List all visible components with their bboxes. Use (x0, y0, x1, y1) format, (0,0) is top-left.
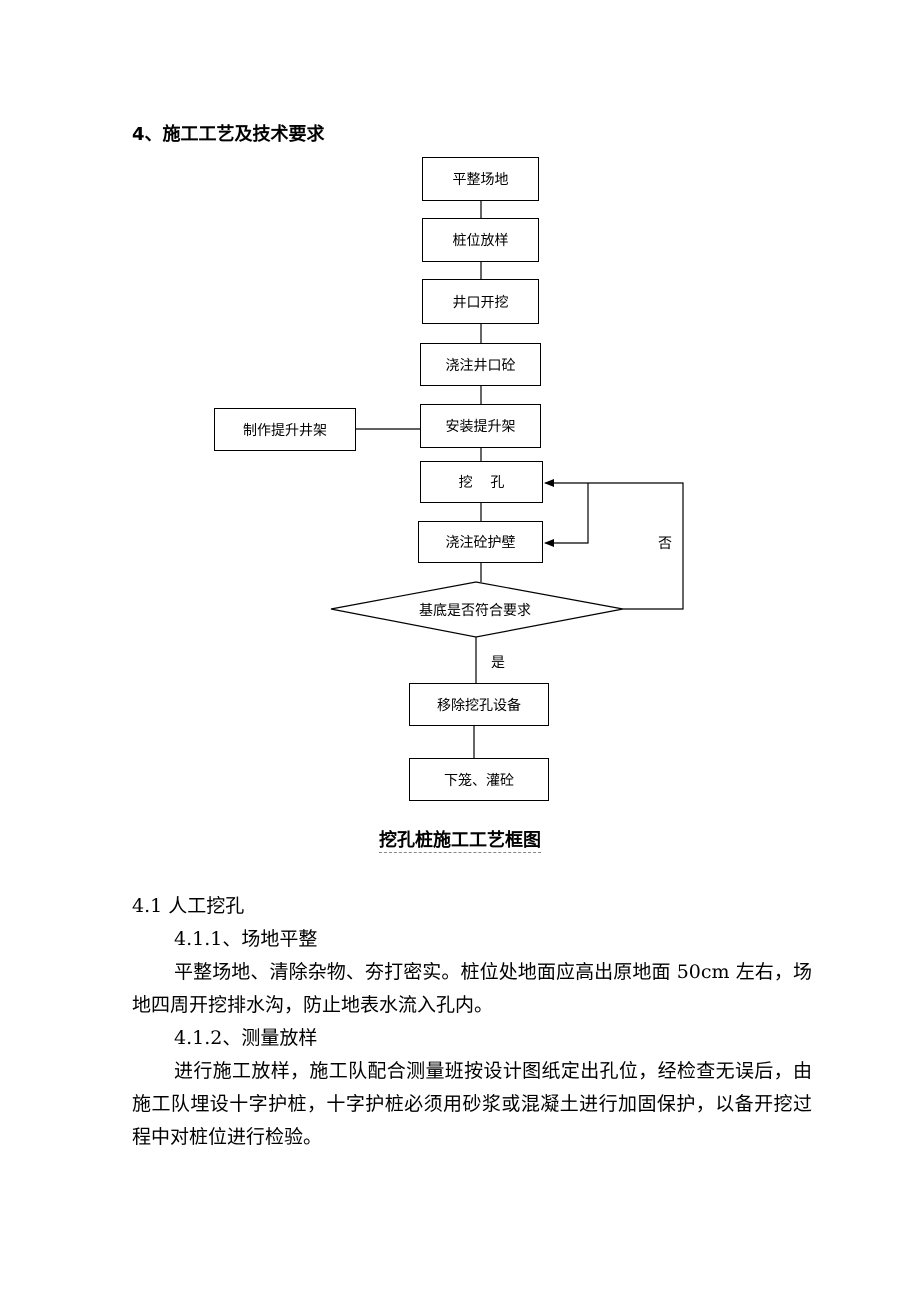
label-yes: 是 (491, 655, 505, 671)
decision-diamond (330, 581, 624, 638)
figure-caption: 挖孔桩施工工艺框图 (379, 830, 541, 853)
node-remove-equipment: 移除挖孔设备 (409, 683, 549, 726)
node-install-hoist-frame: 安装提升架 (420, 404, 541, 448)
node-collar-excavation: 井口开挖 (422, 279, 539, 324)
node-decision-label: 基底是否符合要求 (419, 603, 531, 619)
paragraph-site-leveling: 平整场地、清除杂物、夯打密实。桩位处地面应高出原地面 50cm 左右，场地四周开… (132, 961, 812, 1016)
subsection-title-2: 4.1.2、测量放样 (174, 1027, 318, 1049)
node-cage-and-pour: 下笼、灌砼 (409, 758, 549, 801)
paragraph-survey-stakeout: 进行施工放样，施工队配合测量班按设计图纸定出孔位，经检查无误后，由施工队埋设十字… (132, 1060, 812, 1148)
loop-arrow-outer (544, 479, 684, 610)
loop-arrow-inner (544, 483, 589, 547)
node-pour-wall-concrete: 浇注砼护壁 (418, 521, 543, 563)
subsection-title-1: 4.1.1、场地平整 (174, 928, 318, 950)
node-level-site: 平整场地 (422, 157, 539, 201)
section-title: 4.1 人工挖孔 (132, 895, 245, 917)
node-excavate-hole: 挖 孔 (420, 461, 543, 503)
section-body: 4.1 人工挖孔 4.1.1、场地平整 平整场地、清除杂物、夯打密实。桩位处地面… (132, 890, 812, 1154)
node-make-hoist-frame: 制作提升井架 (214, 408, 356, 451)
flowchart-connectors (330, 201, 684, 758)
node-pour-collar-concrete: 浇注井口砼 (420, 343, 541, 386)
node-pile-stakeout: 桩位放样 (422, 218, 539, 262)
label-no: 否 (658, 536, 672, 552)
section-heading: 4、施工工艺及技术要求 (132, 124, 325, 145)
